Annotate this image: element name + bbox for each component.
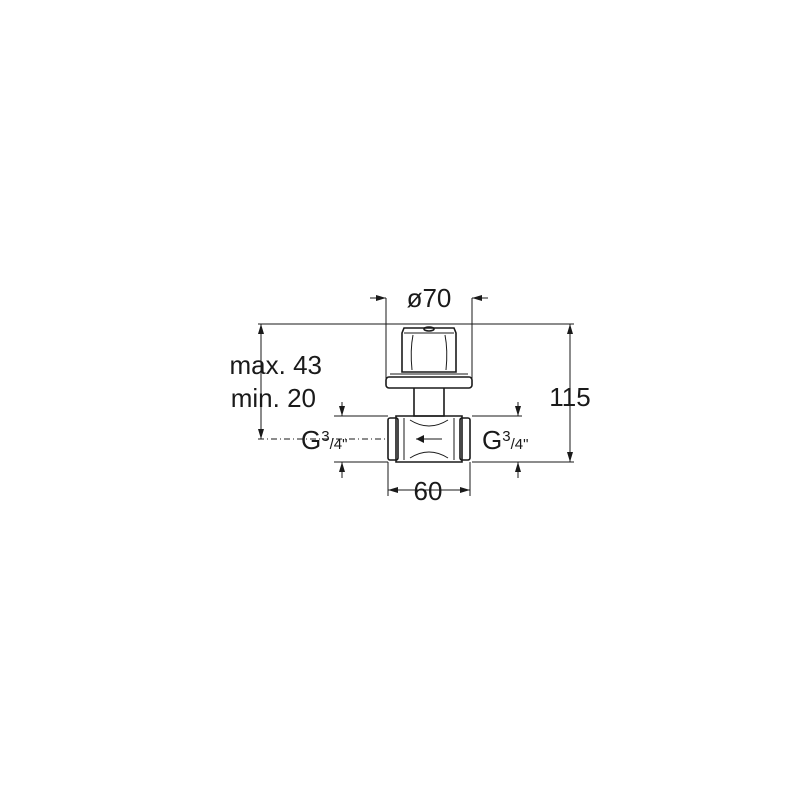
valve-stem [413,388,445,417]
valve-part [385,326,473,463]
min-depth-label: min. 20 [231,383,316,413]
thread-left-prefix: G [301,425,321,455]
height-label: 115 [549,382,590,412]
escutcheon-plate [385,376,473,389]
thread-right-dimension: G3/4" [472,402,528,478]
svg-text:G3/4": G3/4" [301,425,347,455]
depth-dimension: max. 43 min. 20 [230,324,323,439]
valve-body [395,415,463,463]
max-depth-label: max. 43 [230,350,323,380]
width-label: 60 [414,476,443,506]
thread-right-den: /4" [511,436,529,453]
diameter-dimension: ø70 [370,283,488,380]
valve-handle [401,327,457,373]
height-dimension: 115 [472,324,591,463]
thread-right-num: 3 [502,428,510,445]
width-dimension: 60 [387,462,471,506]
thread-left-den: /4" [330,436,348,453]
thread-right-prefix: G [482,425,502,455]
thread-left-dimension: G3/4" [301,402,388,478]
diameter-label: ø70 [407,283,452,313]
svg-text:G3/4": G3/4" [482,425,528,455]
thread-left-num: 3 [321,428,329,445]
